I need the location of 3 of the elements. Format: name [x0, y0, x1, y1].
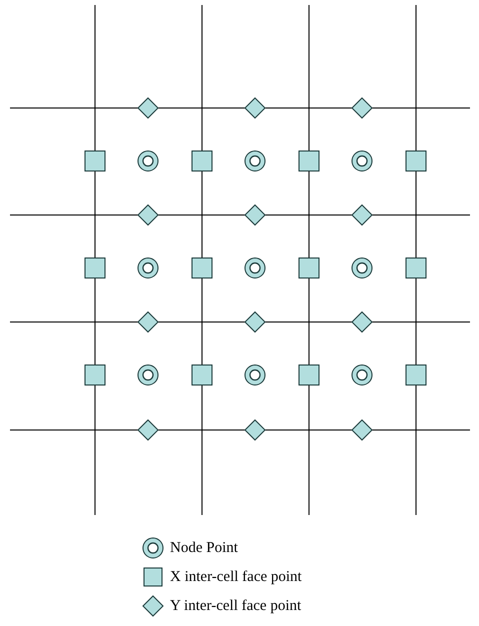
legend-text: X inter-cell face point — [170, 568, 302, 586]
legend-text: Y inter-cell face point — [170, 598, 302, 614]
legend-text: Node Point — [170, 540, 238, 556]
